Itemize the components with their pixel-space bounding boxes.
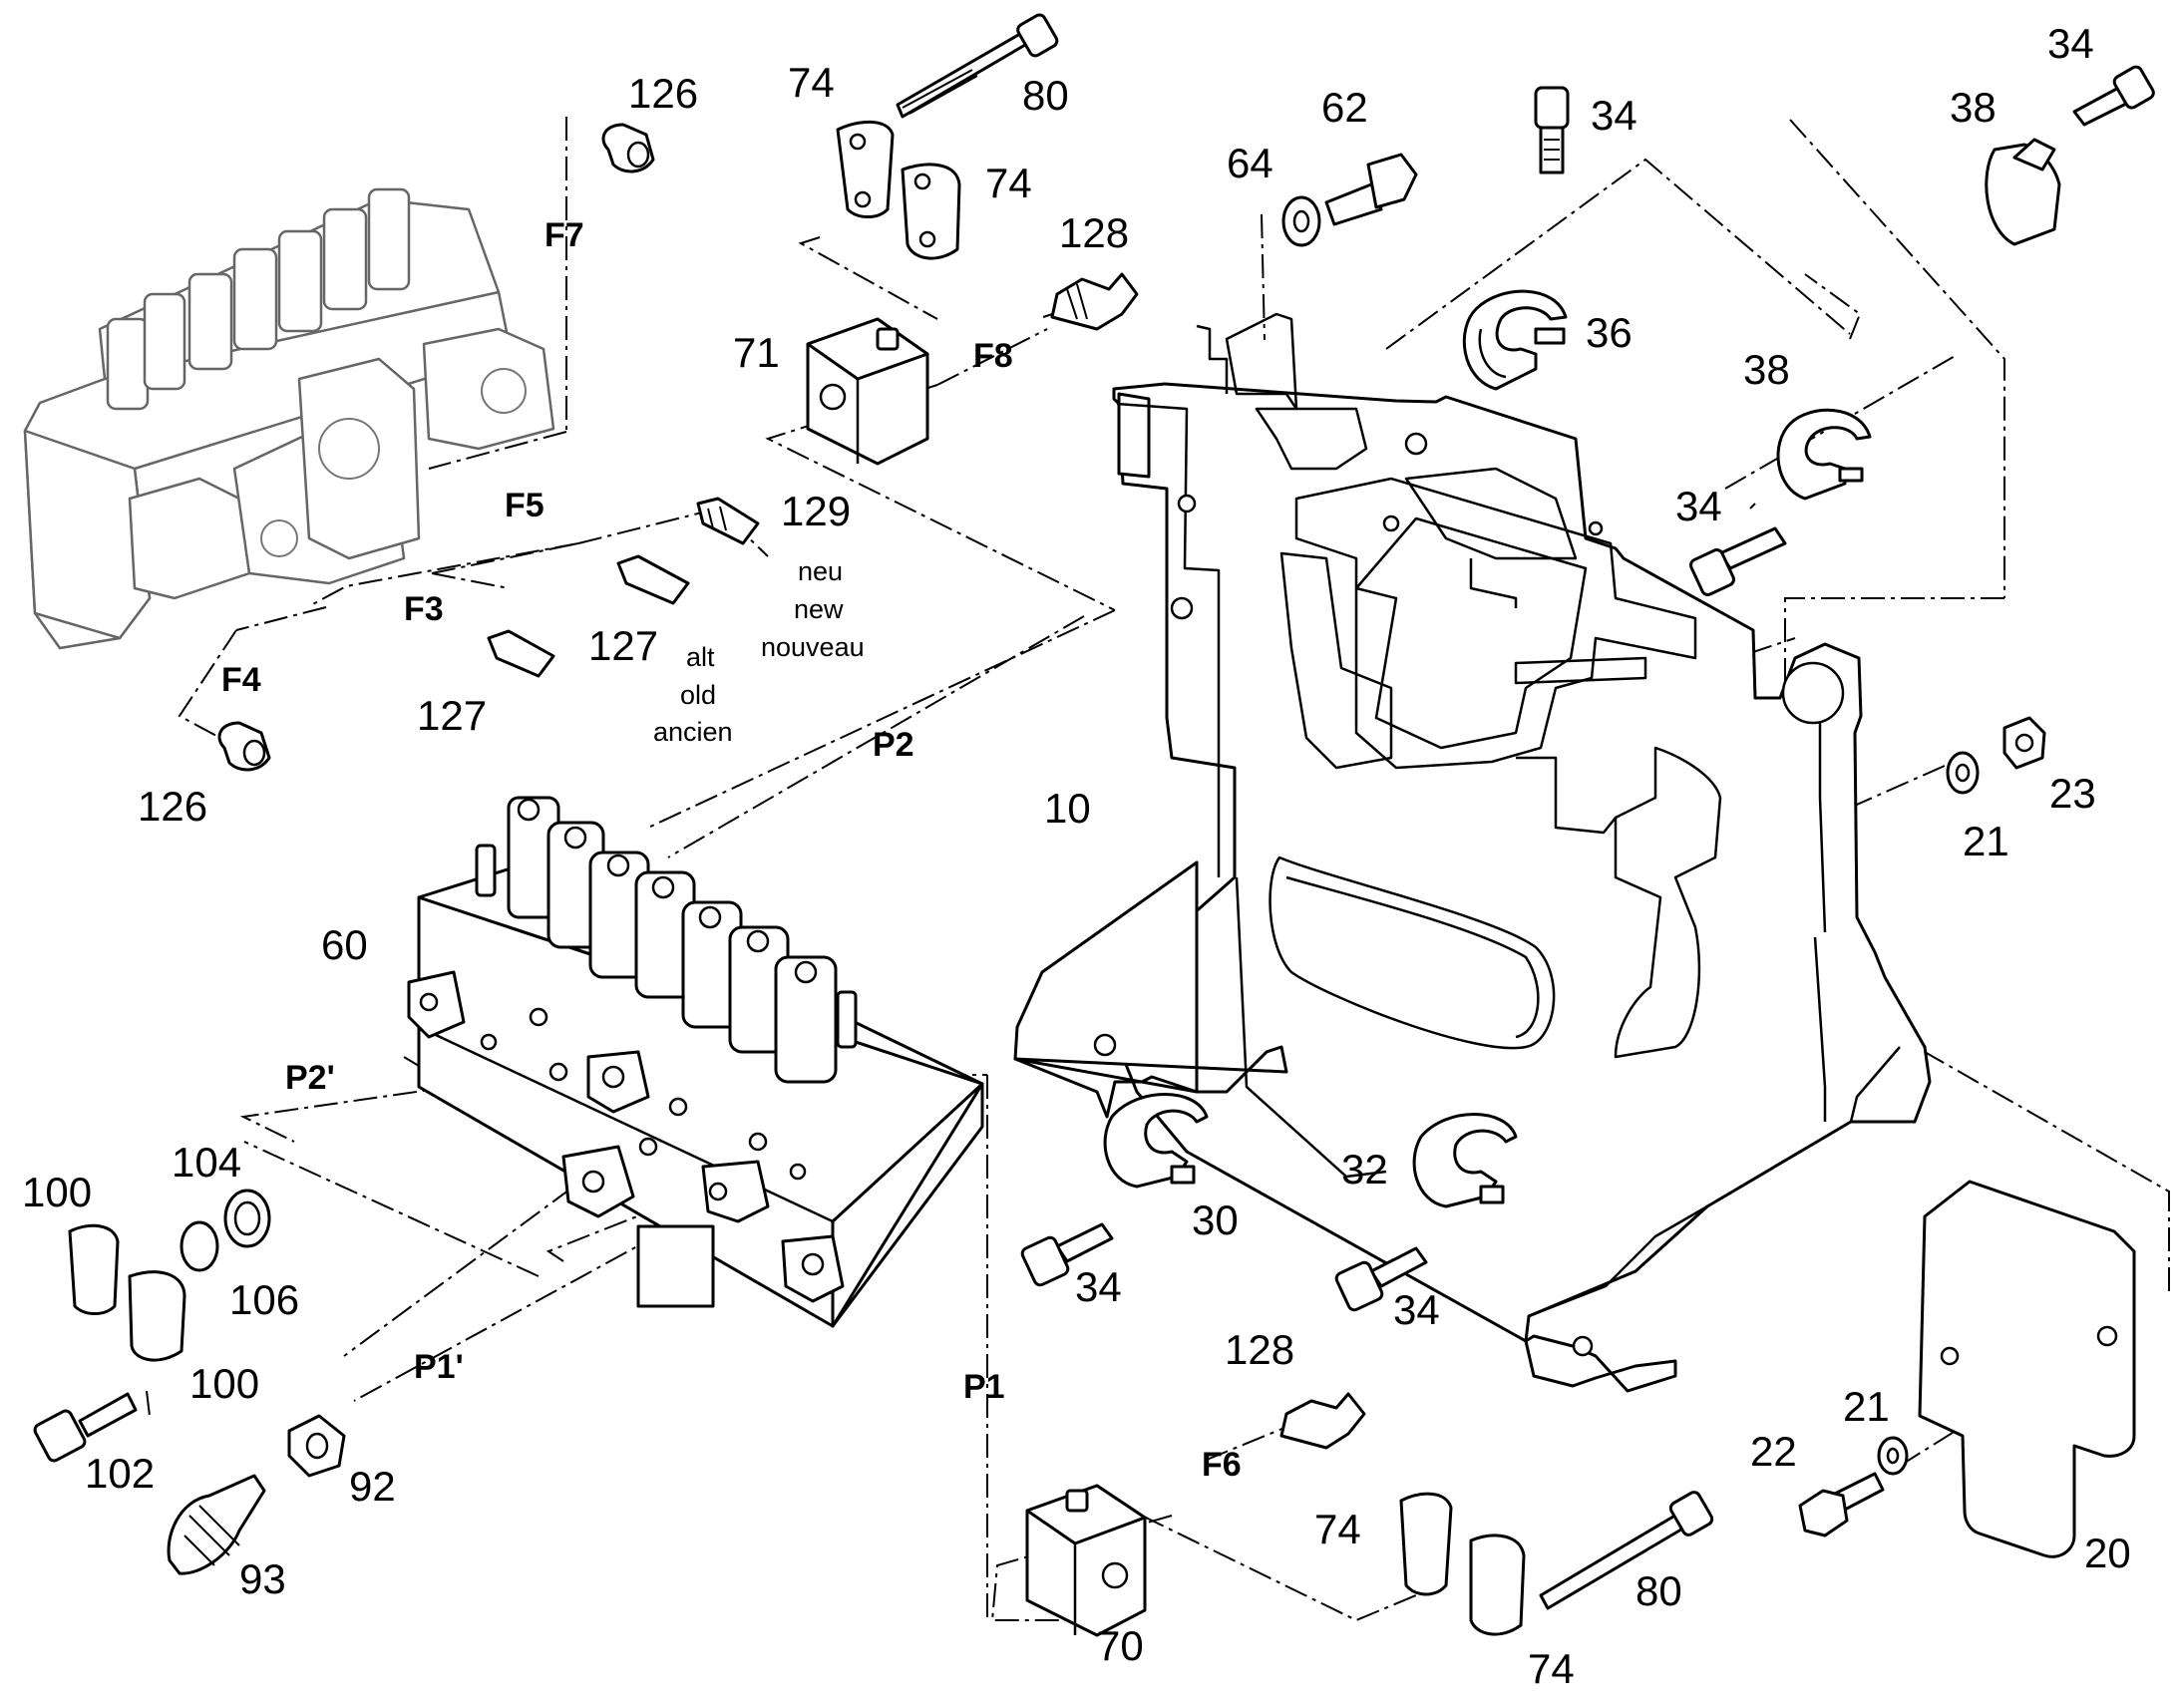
callout-92: 92 [349,1463,396,1510]
callout-34: 34 [1675,483,1722,529]
tag-P2: P2 [873,726,914,764]
valve-block-60 [407,796,984,1328]
callout-20: 20 [2084,1530,2131,1576]
callout-21: 21 [1843,1383,1890,1430]
tag-F8: F8 [973,337,1013,375]
tag-F3: F3 [404,590,444,628]
version-notes: neu new nouveau alt old ancien [653,556,865,747]
note-ancien: ancien [653,717,733,747]
callout-38: 38 [1950,84,1997,131]
callout-74: 74 [788,59,835,106]
callout-106: 106 [229,1276,299,1323]
callout-34: 34 [1591,92,1637,139]
callout-23: 23 [2049,770,2096,817]
callout-100: 100 [189,1360,259,1407]
note-new: new [794,594,844,624]
tag-F4: F4 [221,661,261,699]
callout-74: 74 [1528,1645,1575,1692]
tag-F5: F5 [505,487,545,524]
callout-34: 34 [1075,1263,1122,1310]
control-valve-reference [23,187,555,650]
note-neu: neu [798,556,843,586]
callout-numbers: 126 74 80 74 62 64 34 34 38 128 71 36 38… [22,20,2131,1692]
callout-10: 10 [1044,785,1091,832]
callout-38: 38 [1743,346,1790,393]
callout-126: 126 [138,783,207,830]
note-alt: alt [686,642,715,672]
callout-64: 64 [1227,140,1273,186]
callout-70: 70 [1097,1622,1144,1669]
callout-128: 128 [1059,209,1129,256]
tag-F7: F7 [545,216,584,254]
callout-74: 74 [1314,1506,1361,1552]
callout-80: 80 [1635,1567,1682,1614]
callout-129: 129 [781,488,851,534]
tag-P2-prime: P2' [285,1059,335,1097]
callout-32: 32 [1341,1146,1388,1193]
callout-21: 21 [1963,818,2009,864]
connection-tags: F7 F8 F5 F3 F4 F6 P2 P2' P1 P1' [221,216,1242,1484]
callout-80: 80 [1022,72,1069,119]
callout-30: 30 [1192,1196,1239,1243]
parts-small [33,13,2155,1637]
callout-34: 34 [2047,20,2094,67]
callout-126: 126 [628,70,698,117]
callout-127: 127 [588,622,658,669]
tag-F6: F6 [1202,1446,1242,1484]
leader-lines [146,117,2170,1622]
callout-22: 22 [1750,1428,1797,1475]
callout-62: 62 [1321,84,1368,131]
note-old: old [680,680,716,710]
callout-36: 36 [1586,309,1633,356]
callout-102: 102 [85,1450,155,1497]
tag-P1: P1 [963,1368,1005,1406]
tag-P1-prime: P1' [414,1348,464,1386]
callout-128: 128 [1225,1326,1294,1373]
note-nouveau: nouveau [761,632,865,662]
callout-100: 100 [22,1169,92,1215]
callout-71: 71 [733,329,780,376]
callout-127: 127 [417,692,487,739]
callout-34: 34 [1393,1286,1440,1333]
callout-74: 74 [985,160,1032,206]
callout-60: 60 [321,921,368,968]
callout-104: 104 [172,1139,241,1186]
callout-93: 93 [239,1555,286,1602]
frame-bracket-10 [1013,312,1932,1393]
